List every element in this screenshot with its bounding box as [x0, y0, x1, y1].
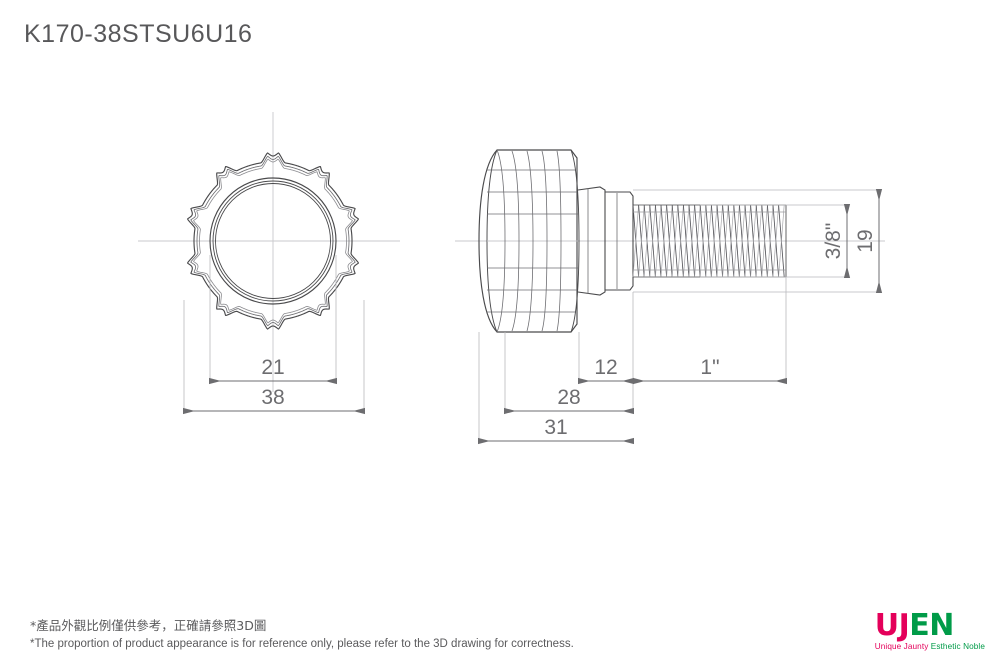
thread-flank-back: [655, 204, 662, 278]
knob-rib-separators: [496, 149, 562, 333]
knob-body-outline: [478, 149, 578, 333]
footnote-chinese: *產品外觀比例僅供參考，正確請參照3D圖: [30, 618, 267, 633]
dim-label-thread-1in: 1": [700, 356, 719, 379]
thread-helix-lines: [632, 204, 786, 278]
thread-flank-back: [666, 204, 673, 278]
thread-flank-back: [671, 204, 679, 278]
knob-lobe-profile-2: [190, 155, 356, 327]
thread-flank-back: [722, 204, 729, 278]
logo-tagline-part2: Esthetic Noble: [930, 641, 985, 651]
thread-flank-back: [643, 204, 651, 278]
thread-flank-back: [727, 204, 735, 278]
dim-label-outer-38: 38: [261, 386, 284, 409]
bore-circle-middle: [212, 180, 334, 302]
thread-flank-back: [699, 204, 707, 278]
bore-circle-inner: [215, 183, 331, 299]
side-extension-lines: [478, 189, 880, 442]
knob-lobe-profile-1: [186, 152, 360, 330]
thread-flank-back: [716, 204, 723, 278]
dim-label-collar-12: 12: [594, 356, 617, 379]
thread-flank-back: [750, 204, 757, 278]
thread-flank-back: [683, 204, 690, 278]
thread-flank-back: [744, 204, 751, 278]
dim-label-shoulder-dia: 19: [854, 229, 877, 252]
thread-flank-back: [632, 204, 639, 278]
page-title: K170-38STSU6U16: [24, 20, 253, 48]
footnotes: *產品外觀比例僅供參考，正確請參照3D圖 *The proportion of …: [30, 617, 574, 653]
thread-flank-back: [767, 204, 774, 278]
thread-flank-back: [711, 204, 718, 278]
thread-flank-back: [638, 204, 645, 278]
logo-tagline: Unique Jaunty Esthetic Noble: [874, 641, 985, 651]
thread-flank-back: [761, 204, 768, 278]
front-extension-lines: [183, 255, 365, 412]
logo-text-uj: UJ: [874, 607, 910, 643]
knob-lobe-profile-3: [193, 158, 353, 324]
dim-label-overall-31: 31: [544, 416, 567, 439]
thread-flank-back: [694, 204, 701, 278]
side-view-dimensions: 12 1" 28 31 3/8" 19: [478, 189, 883, 445]
centerlines: [138, 112, 885, 392]
front-view-center-circles: [209, 177, 337, 305]
thread-flank-back: [660, 204, 667, 278]
knob-flute-lines: [487, 169, 578, 313]
thread-flank-back: [649, 204, 656, 278]
thread-flank-back: [705, 204, 712, 278]
thread-flank-back: [739, 204, 746, 278]
dim-label-body-28: 28: [557, 386, 580, 409]
dim-label-bore-21: 21: [261, 356, 284, 379]
thread-flank-back: [733, 204, 740, 278]
footnote-english: *The proportion of product appearance is…: [30, 637, 574, 650]
brand-logo: UJEN Unique Jaunty Esthetic Noble: [874, 607, 985, 651]
thread-flank-back: [772, 204, 779, 278]
knob-body-right-edge: [570, 149, 580, 333]
thread-flank-back: [688, 204, 695, 278]
front-view: [220, 147, 329, 256]
front-view-geometry: [186, 152, 360, 330]
thread-flank-back: [755, 204, 763, 278]
logo-tagline-part1: Unique Jaunty: [874, 641, 931, 651]
bore-circle-outer: [209, 177, 337, 305]
collar-inner-lines: [587, 188, 618, 294]
shoulder-collar-outline: [577, 186, 606, 296]
front-view-dimensions: 21 38: [183, 255, 365, 415]
collar-step-outline: [605, 191, 634, 291]
thread-flank-back: [677, 204, 684, 278]
logo-wordmark: UJEN: [874, 607, 985, 643]
thread-flank-back: [778, 204, 785, 278]
dim-label-thread-dia: 3/8": [822, 223, 845, 260]
logo-text-en: EN: [909, 607, 954, 643]
